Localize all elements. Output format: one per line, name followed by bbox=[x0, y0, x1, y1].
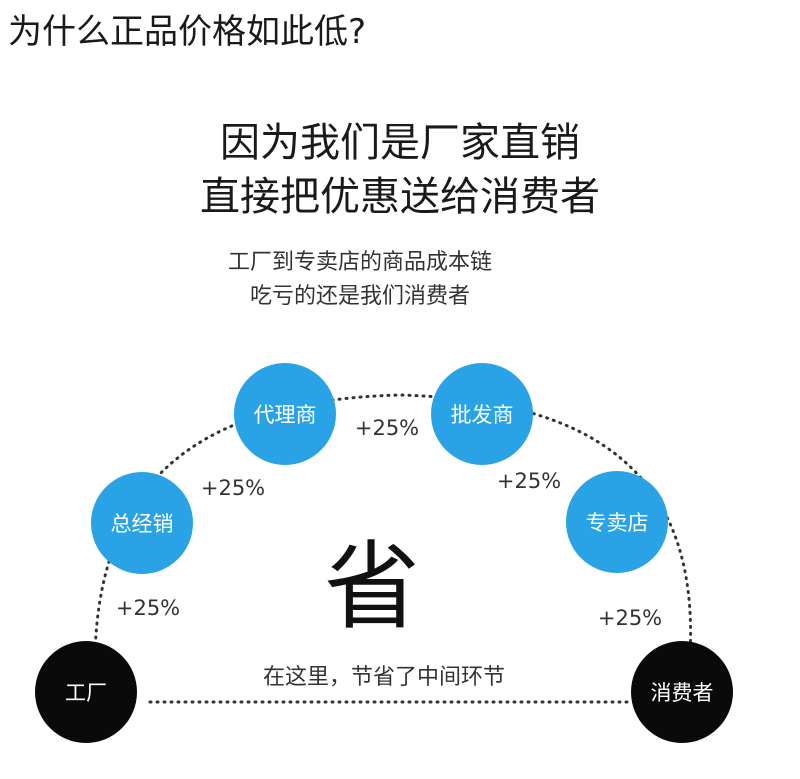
subline-line-2: 吃亏的还是我们消费者 bbox=[249, 284, 470, 309]
node-wholesaler: 批发商 bbox=[431, 363, 533, 465]
savings-note: 在这里，节省了中间环节 bbox=[263, 665, 505, 690]
node-consumer: 消费者 bbox=[631, 641, 733, 743]
node-agent: 代理商 bbox=[234, 363, 336, 465]
node-general-distributor: 总经销 bbox=[91, 472, 193, 574]
headline-line-1: 因为我们是厂家直销 bbox=[220, 120, 580, 166]
subline-line-1: 工厂到专卖店的商品成本链 bbox=[227, 250, 492, 275]
markup-label-store-to-consumer: +25% bbox=[598, 606, 662, 630]
headline-line-2: 直接把优惠送给消费者 bbox=[200, 174, 600, 220]
markup-label-factory-to-distributor: +25% bbox=[116, 596, 180, 620]
markup-label-distributor-to-agent: +25% bbox=[201, 476, 265, 500]
markup-label-agent-to-wholesaler: +25% bbox=[355, 416, 419, 440]
node-label: 总经销 bbox=[111, 512, 174, 536]
node-factory: 工厂 bbox=[35, 641, 137, 743]
node-label: 代理商 bbox=[254, 403, 317, 427]
savings-character: 省 bbox=[324, 531, 420, 643]
node-label: 专卖店 bbox=[586, 511, 649, 535]
node-label: 工厂 bbox=[65, 681, 107, 705]
node-specialty-store: 专卖店 bbox=[566, 471, 668, 573]
node-label: 消费者 bbox=[651, 681, 714, 705]
page-heading: 为什么正品价格如此低? bbox=[8, 12, 367, 52]
node-label: 批发商 bbox=[451, 403, 514, 427]
markup-label-wholesaler-to-store: +25% bbox=[497, 469, 561, 493]
